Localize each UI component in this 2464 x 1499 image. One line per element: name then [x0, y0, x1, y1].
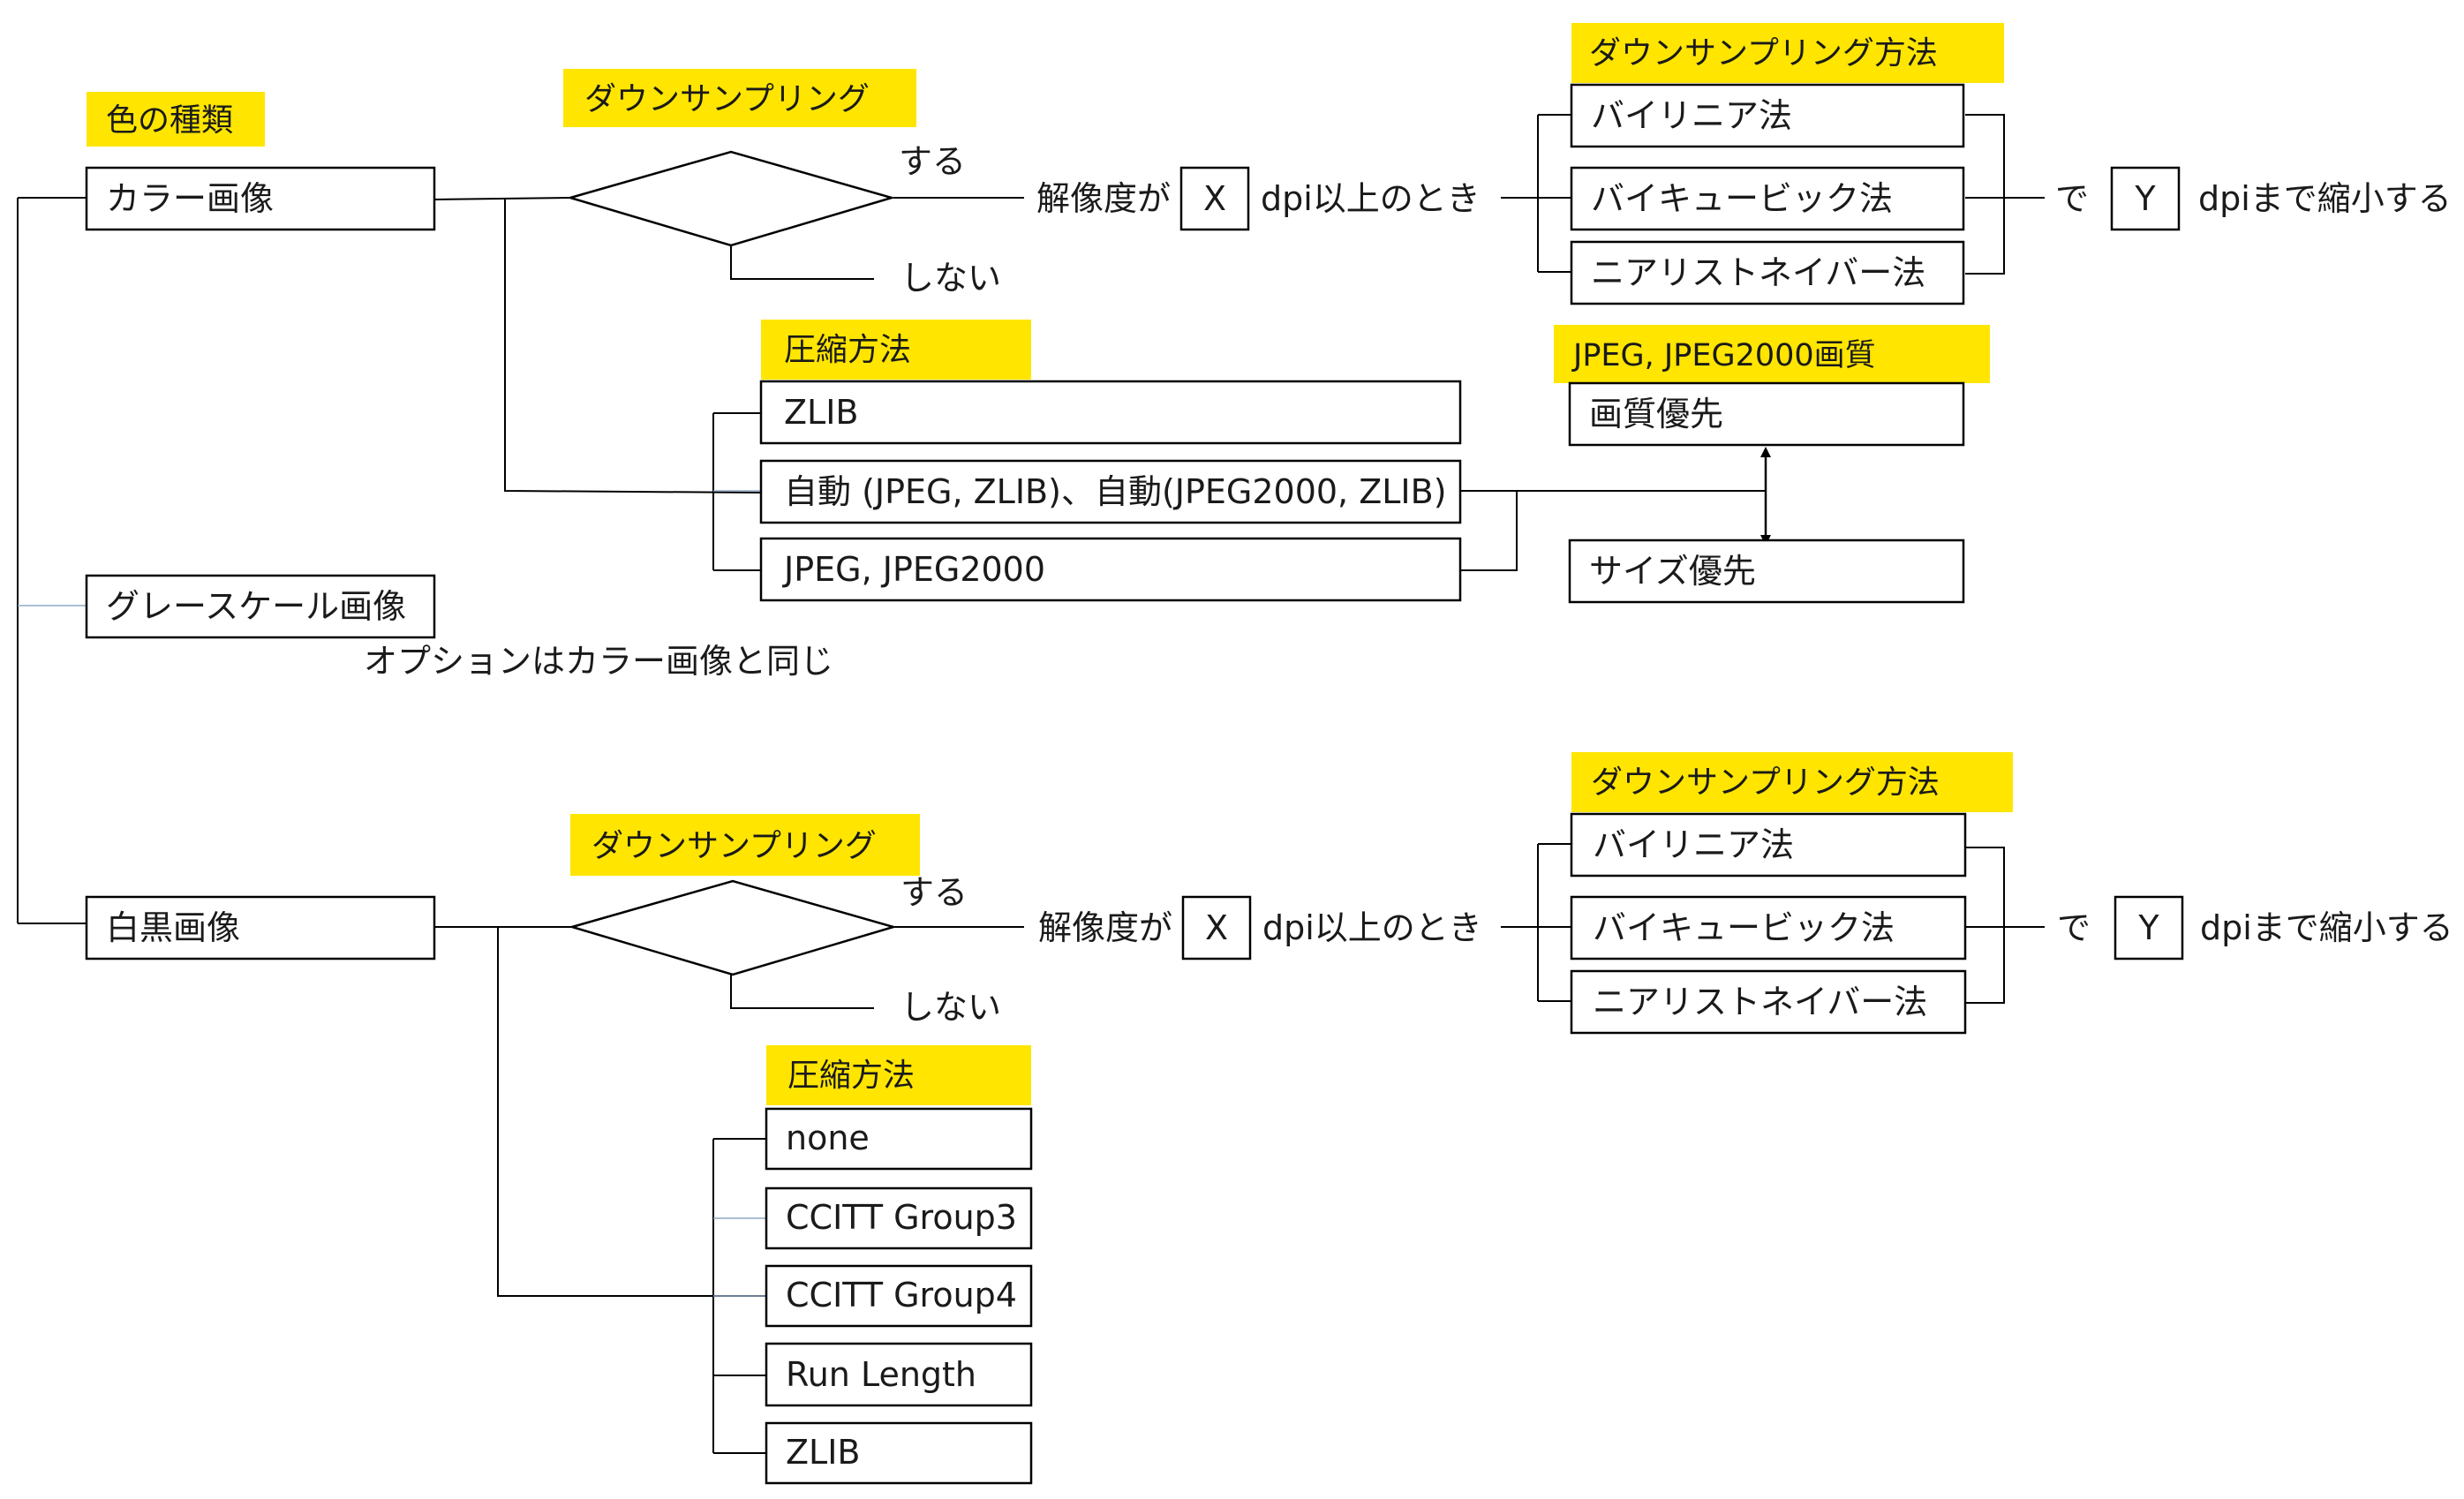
color-no-connector — [730, 245, 874, 280]
color-method-right-bracket — [1965, 114, 2005, 275]
color-y-box — [2110, 166, 2181, 231]
color-to-label: で — [2055, 179, 2089, 218]
bw-method-box-3 — [1570, 969, 1967, 1035]
color-types-header: 色の種類 — [106, 102, 233, 139]
quality-box-1 — [1568, 381, 1965, 447]
color-method-label-3: ニアリストネイバー法 — [1591, 253, 1925, 292]
bw-compression-box-3 — [765, 1264, 1033, 1328]
bw-method-label-2: バイキュービック法 — [1593, 908, 1895, 947]
bw-no-connector — [730, 975, 874, 1009]
compression-color-highlight — [761, 320, 1031, 380]
bw-compression-box-4 — [765, 1342, 1033, 1407]
jpeg-quality-highlight — [1554, 325, 1990, 383]
color-compression-box-3 — [759, 537, 1462, 602]
method-bw-header: ダウンサンプリング方法 — [1591, 765, 1940, 801]
bw-y-box — [2114, 895, 2184, 960]
bw-image-box — [85, 895, 436, 960]
bw-compression-box-2 — [765, 1186, 1033, 1250]
bw-decision-diamond — [568, 879, 898, 976]
quality-label-2: サイズ優先 — [1589, 552, 1756, 591]
quality-box-2 — [1568, 539, 1965, 604]
grayscale-image-label: グレースケール画像 — [106, 587, 406, 626]
color-compression-label-3: JPEG, JPEG2000 — [782, 550, 1045, 589]
color-image-box — [85, 166, 436, 231]
color-y-value: Y — [2134, 179, 2156, 218]
bw-compression-label-3: CCITT Group4 — [786, 1276, 1017, 1314]
bw-x-box — [1181, 895, 1252, 960]
color-method-label-2: バイキュービック法 — [1591, 179, 1893, 218]
color-to-compression-connector — [504, 200, 762, 493]
bw-compression-label-4: Run Length — [786, 1355, 976, 1394]
color-compression-label-2: 自動 (JPEG, ZLIB)、自動(JPEG2000, ZLIB) — [784, 472, 1447, 511]
bw-dpi-suffix: dpi以上のとき — [1262, 908, 1482, 947]
bw-x-value: X — [1205, 908, 1228, 947]
bw-to-label: で — [2057, 908, 2091, 947]
bw-method-right-bracket — [1965, 847, 2005, 1004]
boxes — [85, 83, 2184, 1485]
method-color-highlight — [1571, 23, 2004, 83]
grayscale-image-box — [85, 574, 436, 639]
faint-connectors — [18, 490, 766, 1297]
diagram-texts: カラー画像 グレースケール画像 オプションはカラー画像と同じ 白黒画像 する し… — [106, 96, 2453, 1472]
color-x-value: X — [1203, 179, 1226, 218]
downsampling-color-highlight — [563, 69, 916, 127]
bw-yes-label: する — [900, 873, 968, 912]
compression-bw-header: 圧縮方法 — [787, 1058, 915, 1094]
bw-no-label: しない — [900, 988, 1001, 1027]
method-color-header: ダウンサンプリング方法 — [1589, 35, 1938, 72]
compression-color-header: 圧縮方法 — [784, 332, 911, 368]
color-yes-label: する — [899, 142, 966, 181]
color-decision-diamond — [566, 150, 896, 247]
color-types-highlight — [87, 92, 265, 147]
bw-method-box-2 — [1570, 895, 1967, 960]
bw-compression-box-1 — [765, 1107, 1033, 1171]
bw-compression-label-1: none — [786, 1119, 870, 1157]
bw-method-label-3: ニアリストネイバー法 — [1593, 983, 1927, 1021]
color-x-box — [1179, 166, 1250, 231]
header-texts: 色の種類 ダウンサンプリング ダウンサンプリング方法 圧縮方法 JPEG, JP… — [106, 35, 1940, 1094]
jpeg-quality-header: JPEG, JPEG2000画質 — [1571, 338, 1876, 373]
bw-y-value: Y — [2137, 908, 2159, 947]
color-compression-box-2 — [759, 459, 1462, 524]
grayscale-note: オプションはカラー画像と同じ — [364, 642, 833, 681]
color-shrink-suffix: dpiまで縮小する — [2198, 179, 2452, 218]
color-method-box-1 — [1570, 83, 1965, 148]
color-image-label: カラー画像 — [106, 179, 274, 218]
bw-compression-label-2: CCITT Group3 — [786, 1198, 1017, 1237]
color-to-decision-connector — [433, 197, 571, 200]
bw-method-box-1 — [1570, 812, 1967, 878]
method-bw-highlight — [1571, 752, 2013, 812]
jpeg-to-quality-connector — [1460, 491, 1518, 571]
color-compression-label-1: ZLIB — [784, 393, 858, 432]
bw-compression-label-5: ZLIB — [786, 1433, 860, 1472]
downsampling-color-header: ダウンサンプリング — [584, 81, 870, 117]
compression-bw-highlight — [766, 1045, 1031, 1105]
bw-resolution-prefix: 解像度が — [1038, 908, 1172, 947]
color-method-label-1: バイリニア法 — [1591, 96, 1792, 135]
color-method-box-2 — [1570, 166, 1965, 231]
color-no-label: しない — [900, 259, 1001, 298]
color-dpi-suffix: dpi以上のとき — [1261, 179, 1481, 218]
downsampling-bw-header: ダウンサンプリング — [592, 828, 877, 864]
color-resolution-prefix: 解像度が — [1036, 179, 1171, 218]
bw-to-compression-connector — [497, 927, 766, 1297]
bw-image-label: 白黒画像 — [106, 908, 240, 947]
downsampling-bw-highlight — [570, 814, 920, 876]
color-compression-box-1 — [759, 380, 1462, 445]
bw-method-label-1: バイリニア法 — [1593, 825, 1794, 864]
header-highlights — [87, 23, 2013, 1105]
bw-compression-box-5 — [765, 1421, 1033, 1485]
bw-shrink-suffix: dpiまで縮小する — [2200, 908, 2453, 947]
color-method-box-3 — [1570, 240, 1965, 305]
quality-label-1: 画質優先 — [1589, 395, 1723, 433]
